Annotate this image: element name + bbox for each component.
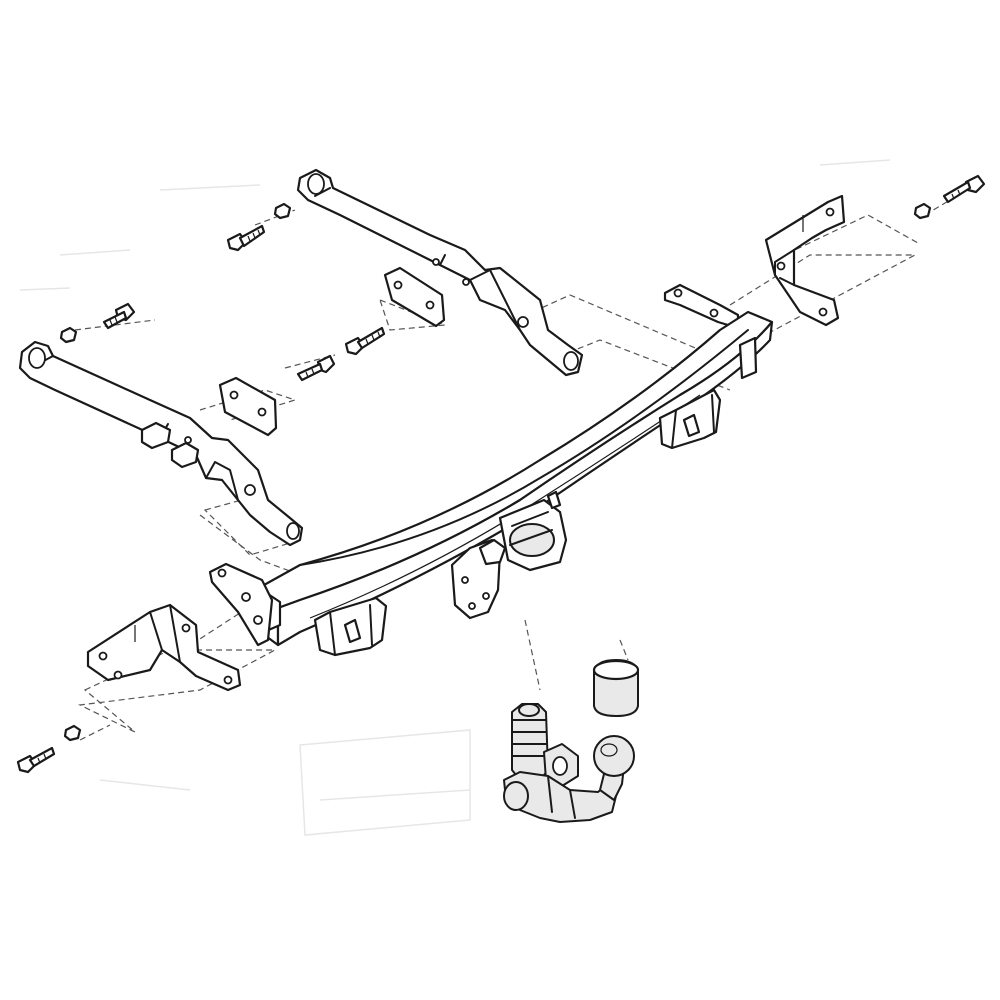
upper-right-chassis-arm xyxy=(296,168,584,377)
nut-right xyxy=(913,202,932,220)
left-side-bracket xyxy=(86,603,242,692)
bolt-lower-left xyxy=(16,746,56,774)
main-cross-beam xyxy=(250,283,774,647)
right-side-bracket xyxy=(764,194,846,327)
upper-left-chassis-arm xyxy=(18,340,304,547)
upper-left-mounting-plate xyxy=(218,376,278,437)
hitch-receiver xyxy=(498,490,568,572)
tow-ball-cap xyxy=(592,659,640,717)
bolt-center xyxy=(344,326,386,356)
tow-ball xyxy=(593,735,635,777)
socket-mounting-plate xyxy=(450,538,507,620)
beam-underside-brackets xyxy=(313,388,722,657)
nut-lower-left xyxy=(63,724,82,742)
nut-left-arm xyxy=(59,326,78,344)
detachable-tow-ball xyxy=(503,703,635,823)
left-beam-flange xyxy=(208,562,274,647)
nut-upper-left xyxy=(273,202,292,220)
bolt-right xyxy=(942,174,986,204)
bolt-mid-left xyxy=(296,354,336,382)
fastener-bolts xyxy=(16,174,986,774)
background-ghost-lines xyxy=(19,159,891,836)
bolt-left-arm xyxy=(102,302,136,330)
upper-right-mounting-plate xyxy=(383,266,446,328)
arm-pivot-hole xyxy=(307,173,325,195)
bolt-upper-left xyxy=(226,224,266,252)
